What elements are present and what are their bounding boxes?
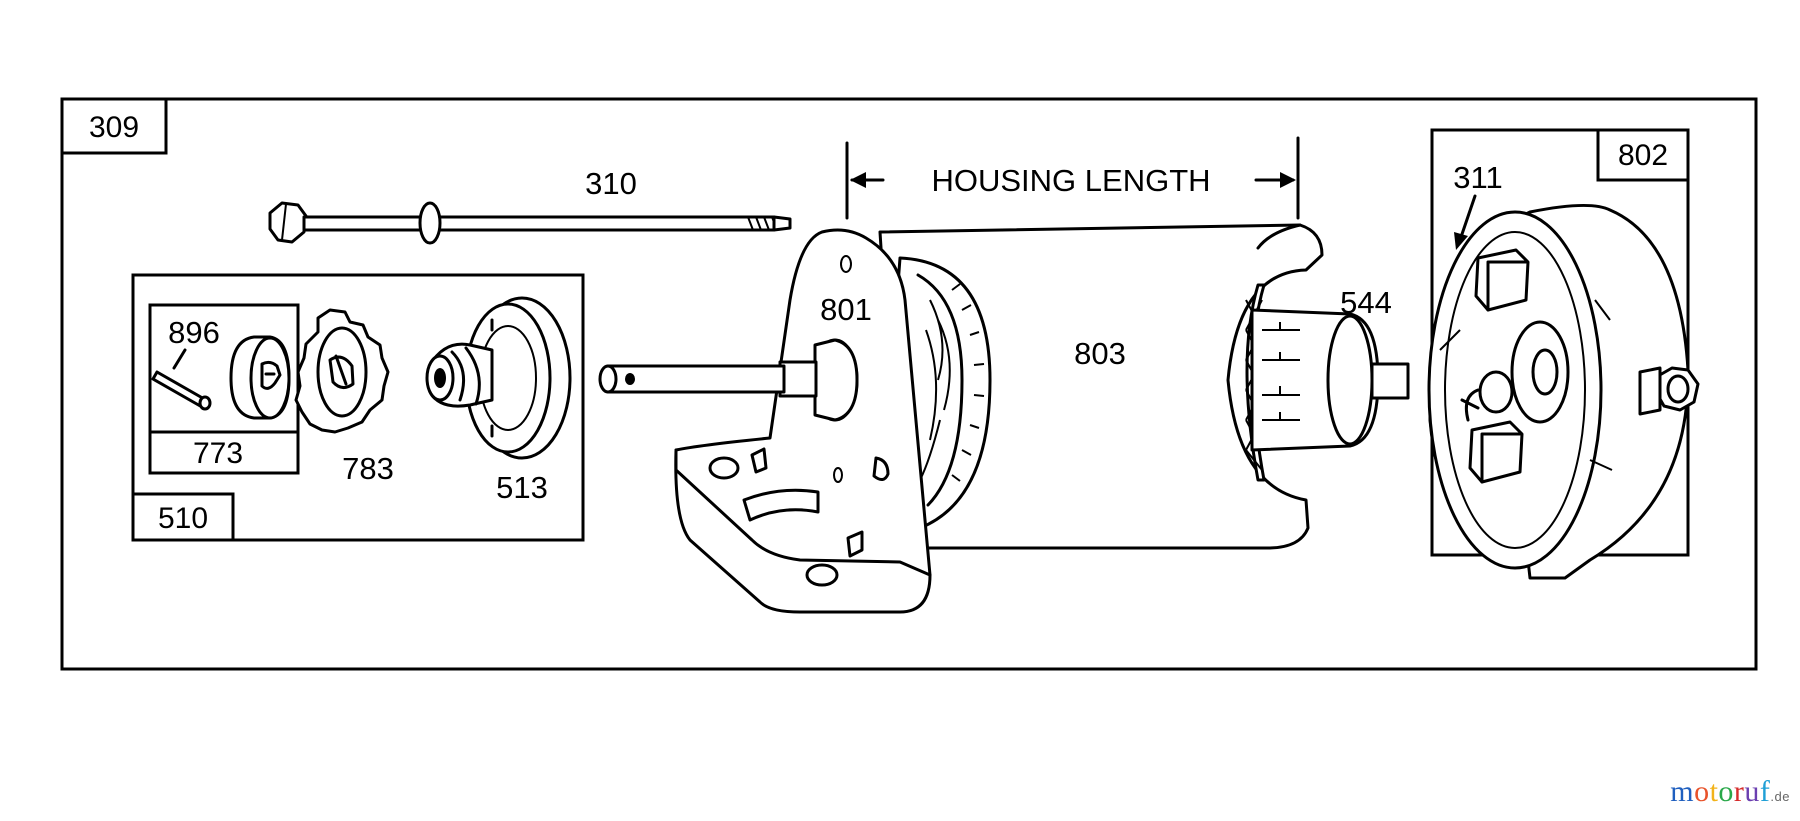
armature-544 xyxy=(1250,308,1410,452)
watermark-letter: o xyxy=(1694,775,1710,808)
watermark-letter: o xyxy=(1718,775,1734,808)
through-bolt-310 xyxy=(268,201,792,245)
watermark-letter: f xyxy=(1759,775,1771,808)
part-label-896: 896 xyxy=(168,315,220,350)
assembly-label: 309 xyxy=(89,111,139,144)
part-label-803: 803 xyxy=(1074,336,1126,371)
assembly-frame xyxy=(60,97,1758,671)
housing-length-label: HOUSING LENGTH xyxy=(931,163,1210,198)
watermark-suffix: .de xyxy=(1770,789,1790,804)
pinion-gear-783 xyxy=(294,308,390,434)
kit-box-510 xyxy=(131,273,585,542)
part-label-310: 310 xyxy=(585,166,637,201)
watermark-letter: r xyxy=(1733,775,1745,808)
part-label-801: 801 xyxy=(820,292,872,327)
end-cap-802 xyxy=(1427,204,1700,580)
assembly-label-box xyxy=(60,97,168,155)
part-label-773: 773 xyxy=(193,437,243,470)
housing-length-dimension: HOUSING LENGTH xyxy=(845,136,1300,220)
part-label-783: 783 xyxy=(342,451,394,486)
end-cap-label-box-802 xyxy=(1596,128,1690,182)
drive-513 xyxy=(425,296,572,460)
watermark-letter: t xyxy=(1709,775,1719,808)
part-label-513: 513 xyxy=(496,470,548,505)
part-label-802: 802 xyxy=(1618,139,1668,172)
pin-896 xyxy=(151,370,212,411)
part-label-544: 544 xyxy=(1340,285,1392,320)
part-label-510: 510 xyxy=(158,502,208,535)
watermark-letter: m xyxy=(1670,775,1695,808)
watermark-logo: motoruf.de xyxy=(1670,775,1790,809)
kit-label-box-510 xyxy=(131,492,235,542)
part-label-311: 311 xyxy=(1453,160,1502,195)
watermark-letter: u xyxy=(1744,775,1760,808)
drive-end-plate-801 xyxy=(598,228,992,614)
collar-773 xyxy=(229,335,291,420)
